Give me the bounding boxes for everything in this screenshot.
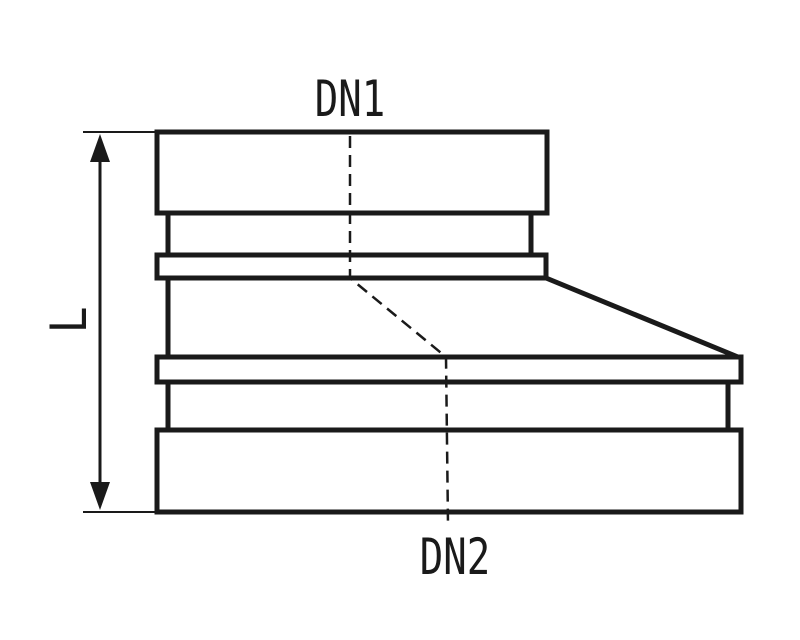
dimension-arrow-bottom [90, 482, 110, 510]
centerline [348, 136, 450, 526]
bottom-groove-ring [154, 354, 744, 385]
top-end-band [154, 129, 550, 216]
label-dn1: DN1 [314, 70, 386, 128]
reducer-taper [545, 275, 739, 360]
label-length: L [40, 306, 98, 334]
label-dn2: DN2 [419, 528, 491, 586]
top-groove-ring [154, 252, 549, 281]
dimension-arrow-top [90, 134, 110, 162]
bottom-end-band [154, 427, 744, 515]
